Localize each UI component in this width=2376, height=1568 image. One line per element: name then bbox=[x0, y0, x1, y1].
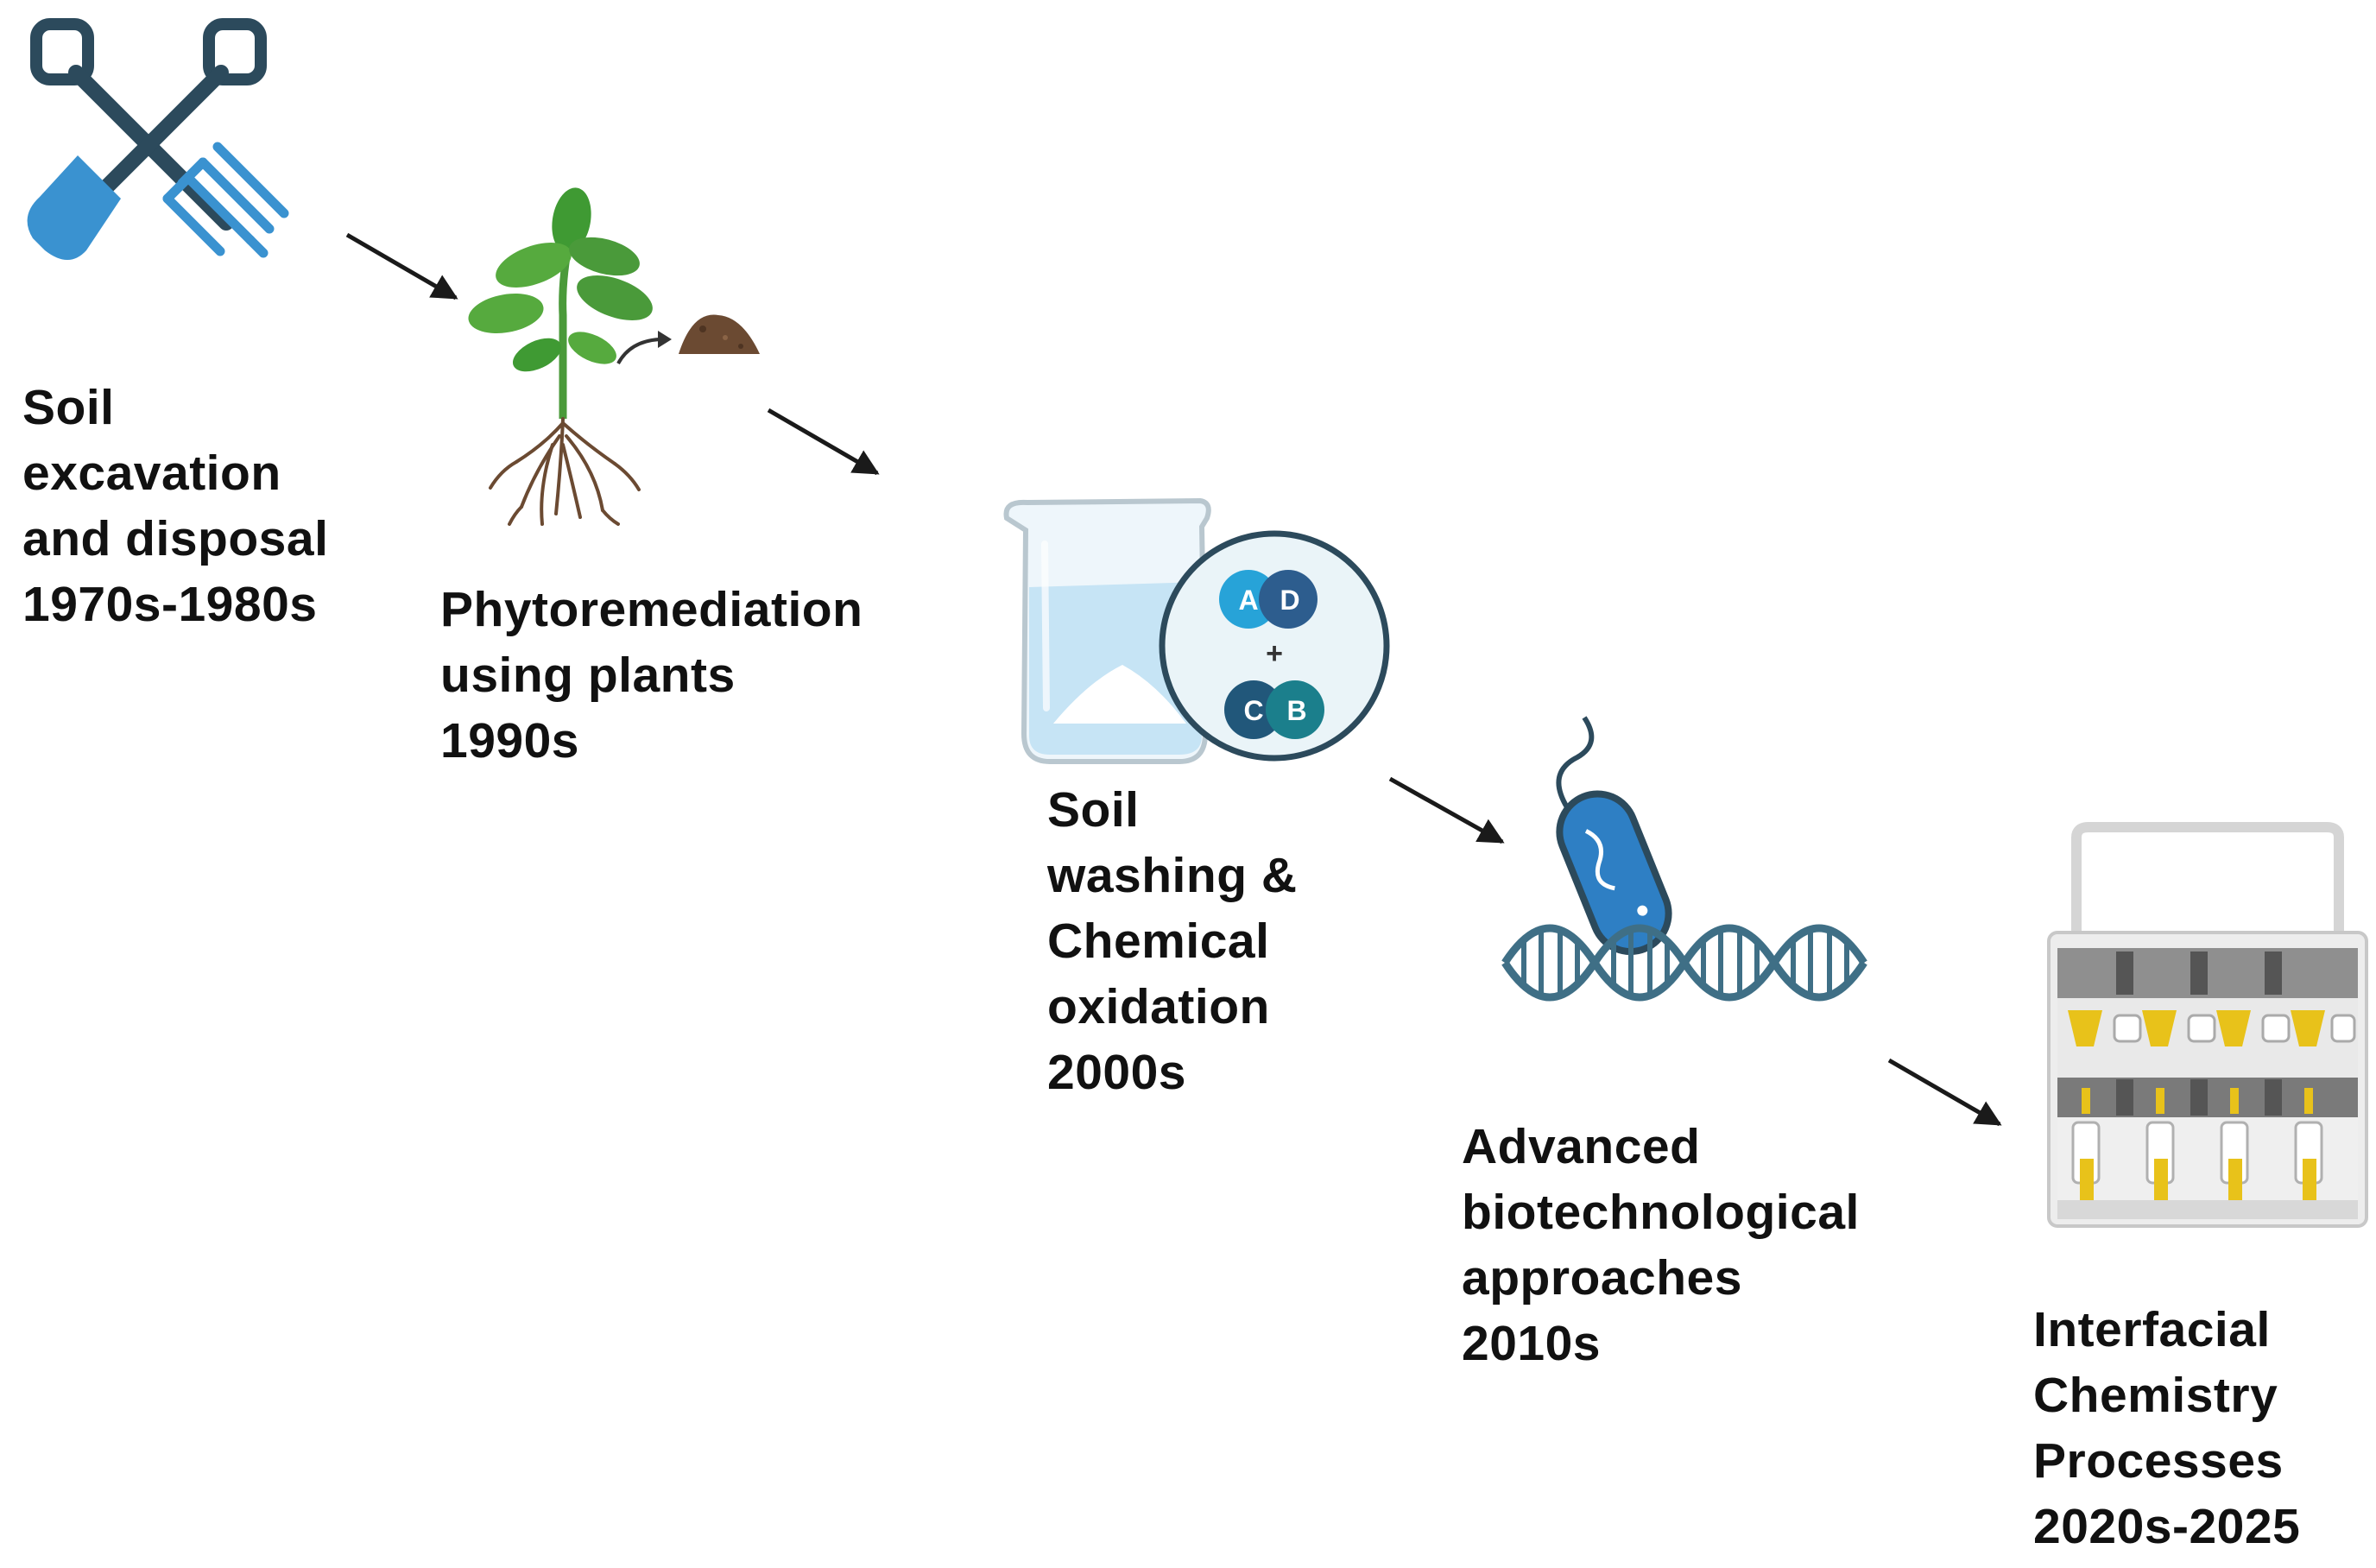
stage-5-line-2: Chemistry bbox=[2033, 1368, 2278, 1423]
stage-3-line-3: Chemical bbox=[1047, 914, 1270, 969]
stage-3-line-4: oxidation bbox=[1047, 979, 1270, 1034]
beaker-reaction-icon: A D + C B bbox=[1003, 497, 1390, 764]
stage-2-label: Phytoremediation using plants 1990s bbox=[440, 577, 863, 774]
stage-3-line-1: Soil bbox=[1047, 782, 1140, 838]
stage-4-line-3: approaches bbox=[1462, 1250, 1742, 1306]
stage-1-label: Soil excavation and disposal 1970s-1980s bbox=[22, 375, 328, 637]
stage-1-line-1: Soil bbox=[22, 380, 115, 435]
arrow-stage4-to-stage5 bbox=[1887, 1058, 2002, 1127]
stage-4-line-4: 2010s bbox=[1462, 1316, 1602, 1371]
stage-1-line-4: 1970s-1980s bbox=[22, 577, 318, 632]
stage-5-label: Interfacial Chemistry Processes 2020s-20… bbox=[2033, 1297, 2300, 1559]
stage-1-line-2: excavation bbox=[22, 446, 281, 501]
shovel-and-fork-icon bbox=[27, 18, 289, 260]
arrow-stage1-to-stage2 bbox=[345, 232, 458, 300]
stage-2-line-2: using plants bbox=[440, 648, 736, 703]
stage-5-line-1: Interfacial bbox=[2033, 1302, 2271, 1357]
plant-with-roots-icon bbox=[468, 187, 760, 526]
stage-4-line-2: biotechnological bbox=[1462, 1185, 1860, 1240]
arrow-stage2-to-stage3 bbox=[767, 408, 880, 476]
stage-3-label: Soil washing & Chemical oxidation 2000s bbox=[1047, 777, 1298, 1105]
stage-4-label: Advanced biotechnological approaches 201… bbox=[1462, 1114, 1860, 1376]
molecule-b-label: B bbox=[1286, 695, 1306, 726]
reaction-plus-sign: + bbox=[1266, 637, 1283, 670]
stage-5-line-4: 2020s-2025 bbox=[2033, 1499, 2301, 1554]
extraction-apparatus-icon bbox=[2047, 822, 2368, 1228]
stage-3-line-5: 2000s bbox=[1047, 1045, 1187, 1100]
molecule-d-label: D bbox=[1280, 585, 1299, 616]
arrow-stage3-to-stage4 bbox=[1388, 776, 1505, 844]
bacterium-dna-icon bbox=[1501, 716, 1867, 1002]
stage-2-line-3: 1990s bbox=[440, 713, 580, 768]
stage-3-line-2: washing & bbox=[1047, 848, 1298, 903]
stage-4-line-1: Advanced bbox=[1462, 1119, 1701, 1174]
stage-2-line-1: Phytoremediation bbox=[440, 582, 863, 637]
stage-5-line-3: Processes bbox=[2033, 1433, 2284, 1489]
stage-1-line-3: and disposal bbox=[22, 511, 329, 566]
molecule-c-label: C bbox=[1243, 695, 1263, 726]
molecule-a-label: A bbox=[1238, 585, 1258, 616]
